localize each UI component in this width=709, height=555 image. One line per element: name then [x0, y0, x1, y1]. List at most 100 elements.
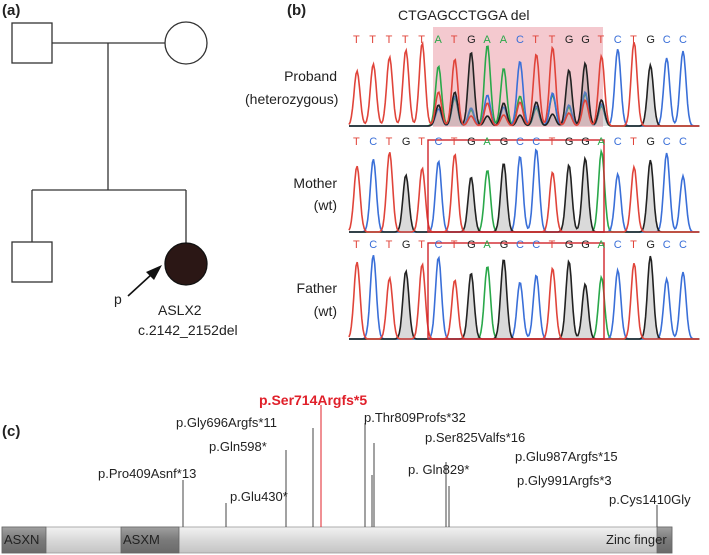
- base-call: C: [662, 239, 671, 251]
- variant-label: c.2142_2152del: [138, 322, 238, 338]
- mutation-ticks: [182, 405, 658, 527]
- base-call: C: [369, 136, 378, 148]
- base-call: A: [483, 34, 491, 46]
- base-call: T: [369, 34, 377, 46]
- base-call: A: [434, 34, 442, 46]
- base-call: T: [385, 136, 393, 148]
- base-call: T: [630, 34, 637, 46]
- mother-box: [427, 139, 605, 233]
- panel-c-label: (c): [2, 423, 21, 440]
- mutation-label: p.Gly696Argfs*11: [176, 415, 277, 430]
- son-square: [11, 241, 53, 283]
- mutation-label: p.Thr809Profs*32: [364, 410, 466, 425]
- base-call: T: [450, 34, 458, 46]
- base-call: C: [679, 136, 687, 148]
- mutation-label: p.Ser825Valfs*16: [425, 430, 526, 445]
- mutation-label-highlight: p.Ser714Argfs*5: [259, 392, 368, 408]
- base-call: T: [630, 239, 637, 251]
- base-call: G: [401, 239, 411, 251]
- base-call: G: [467, 34, 476, 46]
- base-call: T: [418, 34, 425, 46]
- base-call: C: [532, 239, 541, 251]
- base-call: T: [532, 34, 540, 46]
- base-call: C: [516, 34, 524, 46]
- base-call: G: [467, 136, 476, 148]
- base-call: G: [401, 136, 411, 148]
- base-call: C: [516, 136, 524, 148]
- base-call: G: [646, 239, 655, 251]
- base-call: C: [369, 239, 378, 251]
- base-call: T: [450, 239, 458, 251]
- panel-b-label: (b): [287, 2, 307, 19]
- base-call: G: [564, 34, 574, 46]
- base-call: T: [450, 136, 458, 148]
- domain-asxm: [120, 526, 180, 554]
- panel-a-label: (a): [2, 2, 21, 19]
- base-call: C: [679, 34, 687, 46]
- base-call: T: [597, 34, 605, 46]
- base-call: C: [613, 136, 622, 148]
- domain-label-asxm: ASXM: [123, 532, 160, 547]
- base-call: C: [662, 34, 671, 46]
- proband-circle: [164, 242, 208, 286]
- base-call: A: [597, 239, 605, 251]
- proband-arrow-label: p: [114, 291, 122, 307]
- base-call: C: [434, 136, 443, 148]
- mutation-label: p.Cys1410Gly: [609, 492, 691, 507]
- row-name-father: Father: [296, 280, 337, 296]
- mutation-label: p.Gly991Argfs*3: [517, 473, 612, 488]
- base-call: G: [564, 136, 574, 148]
- row-name-proband: Proband: [284, 68, 337, 84]
- row-status-father: (wt): [313, 303, 337, 319]
- mutation-label: p.Glu987Argfs*15: [515, 449, 618, 464]
- base-call: C: [532, 136, 541, 148]
- base-call: A: [597, 136, 605, 148]
- base-call: C: [679, 239, 687, 251]
- domain-zinc-finger: [656, 526, 673, 554]
- proband-arrow: [127, 265, 162, 297]
- base-call: T: [401, 34, 409, 46]
- base-call: G: [499, 239, 509, 251]
- father-box: [427, 242, 605, 340]
- domain-label-asxn: ASXN: [4, 532, 40, 547]
- mutation-label: p.Pro409Asnf*13: [98, 466, 197, 481]
- base-call: A: [483, 136, 491, 148]
- deletion-title: CTGAGCCTGGA del: [398, 7, 530, 23]
- base-call: T: [548, 239, 556, 251]
- base-call: T: [353, 34, 360, 46]
- base-call: G: [581, 136, 590, 148]
- base-call: T: [418, 136, 425, 148]
- base-call: T: [630, 136, 637, 148]
- mutation-label: p. Gln829*: [408, 462, 470, 477]
- domain-label-zinc-finger: Zinc finger: [606, 532, 667, 547]
- base-call: A: [499, 34, 508, 46]
- base-call: A: [483, 239, 491, 251]
- base-call: G: [499, 136, 509, 148]
- domain-asxn: [1, 526, 47, 554]
- base-call: C: [613, 239, 622, 251]
- base-call: G: [646, 34, 655, 46]
- row-status-proband: (heterozygous): [245, 91, 339, 107]
- row-name-mother: Mother: [293, 175, 337, 191]
- base-call: T: [385, 34, 393, 46]
- base-call: C: [434, 239, 443, 251]
- base-call: C: [516, 239, 524, 251]
- mutation-label: p.Gln598*: [209, 439, 267, 454]
- protein-bar: [1, 526, 673, 554]
- base-call: G: [564, 239, 574, 251]
- base-call: G: [646, 136, 655, 148]
- base-call: T: [353, 136, 360, 148]
- trace-g: [349, 255, 700, 340]
- row-status-mother: (wt): [313, 197, 337, 213]
- pedigree: [11, 21, 208, 286]
- mother-circle: [164, 21, 208, 65]
- trace-t: [348, 40, 700, 127]
- base-call: C: [662, 136, 671, 148]
- base-call: T: [385, 239, 393, 251]
- base-call: T: [418, 239, 425, 251]
- base-call: T: [353, 239, 360, 251]
- gene-label: ASLX2: [158, 302, 202, 318]
- base-call: C: [613, 34, 622, 46]
- base-call: T: [548, 34, 556, 46]
